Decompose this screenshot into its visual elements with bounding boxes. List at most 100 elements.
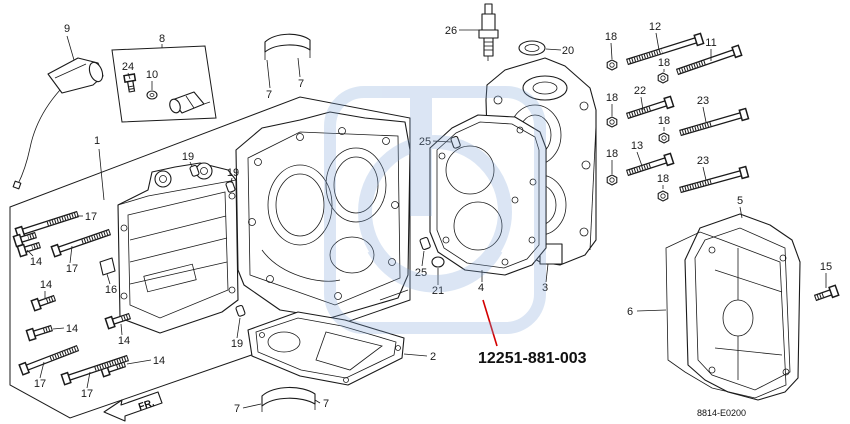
gasket-2[interactable] [247, 311, 405, 386]
head-gasket[interactable] [429, 114, 547, 276]
nut-18-2[interactable] [657, 72, 669, 84]
nut-18-3[interactable] [606, 116, 618, 128]
callout-label: 9 [64, 23, 70, 35]
bolt-17-c[interactable] [18, 344, 80, 376]
bolt-17-b[interactable] [50, 228, 112, 258]
bolt-12[interactable] [626, 32, 705, 66]
callout-label: 14 [30, 256, 42, 268]
callout-23-a[interactable]: 23 [697, 95, 709, 123]
seal-20[interactable] [518, 40, 546, 56]
callout-18-a[interactable]: 18 [605, 31, 617, 60]
callout-23-b[interactable]: 23 [697, 155, 709, 181]
callout-11[interactable]: 11 [705, 37, 717, 61]
callout-18-e[interactable]: 18 [606, 148, 618, 174]
bolt-14-f[interactable] [99, 360, 127, 378]
callout-14-d[interactable]: 14 [118, 323, 130, 347]
part-number-leader [482, 299, 498, 347]
callout-18-d[interactable]: 18 [658, 115, 670, 131]
callout-4[interactable]: 4 [478, 270, 484, 294]
rocker-cover-gasket[interactable] [665, 231, 787, 399]
callout-2[interactable]: 2 [403, 351, 436, 363]
nut-18-5[interactable] [606, 174, 618, 186]
callout-7-top-left[interactable]: 7 [266, 59, 272, 101]
cylinder-head-cover[interactable] [117, 162, 239, 334]
dowel-pin-19-c[interactable] [235, 304, 246, 317]
bolt-15[interactable] [813, 284, 840, 302]
callout-14-c[interactable]: 14 [52, 323, 78, 335]
callout-label: 14 [118, 335, 130, 347]
dowel-pin-19-b[interactable] [225, 180, 236, 193]
nut-18-4[interactable] [658, 132, 670, 144]
callout-label: 7 [298, 78, 304, 90]
callout-10[interactable]: 10 [146, 69, 158, 90]
item-16-bracket[interactable] [99, 257, 116, 276]
callout-21[interactable]: 21 [432, 268, 444, 297]
callout-14-a[interactable]: 14 [26, 249, 42, 268]
callout-1[interactable]: 1 [94, 135, 105, 201]
bolt-14-b[interactable] [16, 241, 41, 258]
bolt-17-d[interactable] [60, 354, 130, 386]
callout-18-f[interactable]: 18 [657, 173, 669, 189]
callout-22[interactable]: 22 [634, 85, 646, 111]
clip-bottom[interactable] [261, 386, 316, 412]
callout-18-c[interactable]: 18 [606, 92, 618, 116]
callout-15[interactable]: 15 [820, 261, 832, 288]
callout-19-a[interactable]: 19 [182, 151, 194, 167]
bolt-23-b[interactable] [679, 165, 750, 194]
clip-top[interactable] [264, 33, 311, 60]
dowel-pin-25-b[interactable] [419, 236, 431, 250]
callout-6[interactable]: 6 [627, 306, 667, 318]
bolt-22[interactable] [625, 95, 675, 120]
callout-18-b[interactable]: 18 [658, 57, 670, 72]
bolt-14-a[interactable] [12, 231, 37, 248]
callout-26[interactable]: 26 [445, 25, 479, 37]
callout-label: 5 [737, 195, 743, 207]
callout-7-bottom-left[interactable]: 7 [234, 403, 262, 415]
callout-label: 7 [266, 89, 272, 101]
sensor-kit-box[interactable] [111, 45, 217, 123]
callout-17-c[interactable]: 17 [34, 361, 46, 390]
dowel-pin-19-a[interactable] [189, 164, 200, 177]
callout-5[interactable]: 5 [737, 195, 743, 219]
callout-14-b[interactable]: 14 [40, 279, 52, 298]
sensor-with-wire[interactable] [12, 57, 105, 190]
bolt-23-a[interactable] [679, 107, 750, 137]
callout-25-b[interactable]: 25 [415, 250, 427, 279]
bolt-17-a[interactable] [14, 210, 79, 240]
callout-label: 19 [227, 167, 239, 179]
bolt-14-c[interactable] [30, 294, 57, 312]
callout-19-c[interactable]: 19 [231, 317, 243, 350]
callout-9[interactable]: 9 [64, 23, 75, 61]
bolt-11[interactable] [675, 44, 743, 76]
callout-25-a[interactable]: 25 [419, 136, 452, 148]
callout-7-top-right[interactable]: 7 [297, 57, 304, 90]
nut-18-1[interactable] [606, 59, 618, 71]
callout-20[interactable]: 20 [545, 45, 574, 57]
o-ring-21[interactable] [431, 256, 445, 268]
callout-17-b[interactable]: 17 [66, 245, 78, 275]
nut-18-6[interactable] [657, 190, 669, 202]
callout-24[interactable]: 24 [122, 61, 134, 80]
callout-7-bottom-right[interactable]: 7 [314, 398, 329, 410]
callout-12[interactable]: 12 [649, 21, 661, 51]
callout-label: 26 [445, 25, 457, 37]
callout-14-e[interactable]: 14 [126, 355, 165, 367]
bolt-13[interactable] [625, 152, 675, 177]
cylinder-block[interactable] [235, 111, 411, 319]
callout-3[interactable]: 3 [542, 263, 549, 294]
dowel-pin-25-a[interactable] [450, 135, 461, 149]
rocker-cover[interactable] [684, 213, 801, 401]
callout-17-d[interactable]: 17 [81, 371, 93, 400]
callout-17-a[interactable]: 17 [77, 211, 97, 223]
bolt-14-e[interactable] [104, 312, 132, 330]
callout-label: 18 [658, 57, 670, 69]
callout-13[interactable]: 13 [631, 140, 643, 167]
part-number[interactable]: 12251-881-003 [478, 350, 587, 367]
callout-8[interactable]: 8 [159, 33, 165, 48]
bolt-14-d[interactable] [25, 324, 53, 342]
callout-19-b[interactable]: 19 [227, 167, 239, 184]
callout-label: 3 [542, 282, 548, 294]
spark-plug[interactable] [478, 3, 499, 61]
callout-16[interactable]: 16 [105, 273, 117, 296]
